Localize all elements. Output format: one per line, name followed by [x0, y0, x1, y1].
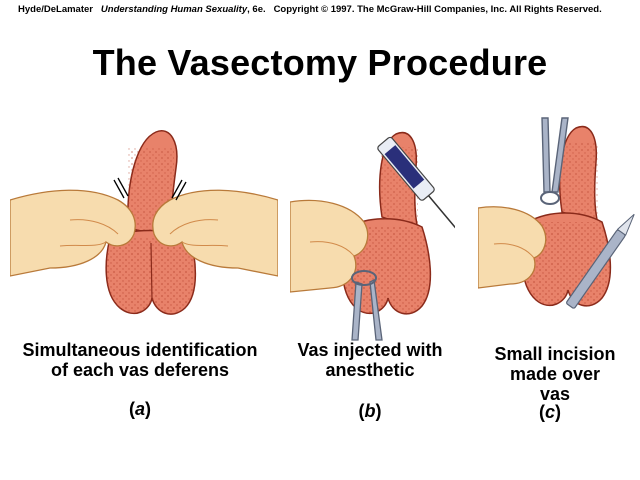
credit-copyright: Copyright © 1997. The McGraw-Hill Compan… — [273, 4, 602, 15]
caption-injection: Vas injected with anesthetic — [280, 340, 460, 380]
hand — [478, 206, 547, 289]
scalpel — [566, 213, 635, 309]
caption-line: of each vas deferens — [50, 360, 230, 380]
caption-line: anesthetic — [325, 360, 415, 380]
clamp-instrument — [351, 270, 383, 341]
left-hand — [10, 189, 136, 277]
credit-authors: Hyde/DeLamater — [18, 4, 93, 15]
panel-label-b: (b) — [358, 401, 382, 421]
scissors-instrument — [540, 117, 569, 205]
caption-identification: Simultaneous identification of each vas … — [0, 340, 280, 380]
vas-marker-left — [113, 177, 129, 199]
copyright-credit: Hyde/DeLamater Understanding Human Sexua… — [18, 4, 628, 15]
slide-title: The Vasectomy Procedure — [92, 42, 548, 83]
caption-line: made over — [509, 364, 601, 384]
panel-letter: a — [134, 399, 145, 419]
caption-incision: Small incision made over vas — [470, 344, 640, 404]
panel-label-a: (a) — [128, 399, 151, 419]
caption-line: Small incision — [494, 344, 616, 364]
credit-edition: , 6e. — [247, 4, 266, 15]
caption-line: Simultaneous identification — [22, 340, 258, 360]
right-hand — [152, 189, 278, 277]
caption-line: Vas injected with — [297, 340, 443, 360]
vas-marker-right — [171, 179, 187, 201]
panel-label-c: (c) — [538, 402, 561, 422]
credit-book-title: Understanding Human Sexuality — [100, 4, 248, 15]
caption-line: vas — [539, 384, 571, 404]
panel-letter: b — [364, 401, 376, 421]
panel-letter: c — [544, 402, 555, 422]
syringe — [377, 136, 455, 235]
illustration-injection — [290, 112, 455, 342]
illustration-identification — [10, 108, 278, 330]
illustration-incision — [478, 112, 638, 334]
hand — [290, 199, 369, 293]
